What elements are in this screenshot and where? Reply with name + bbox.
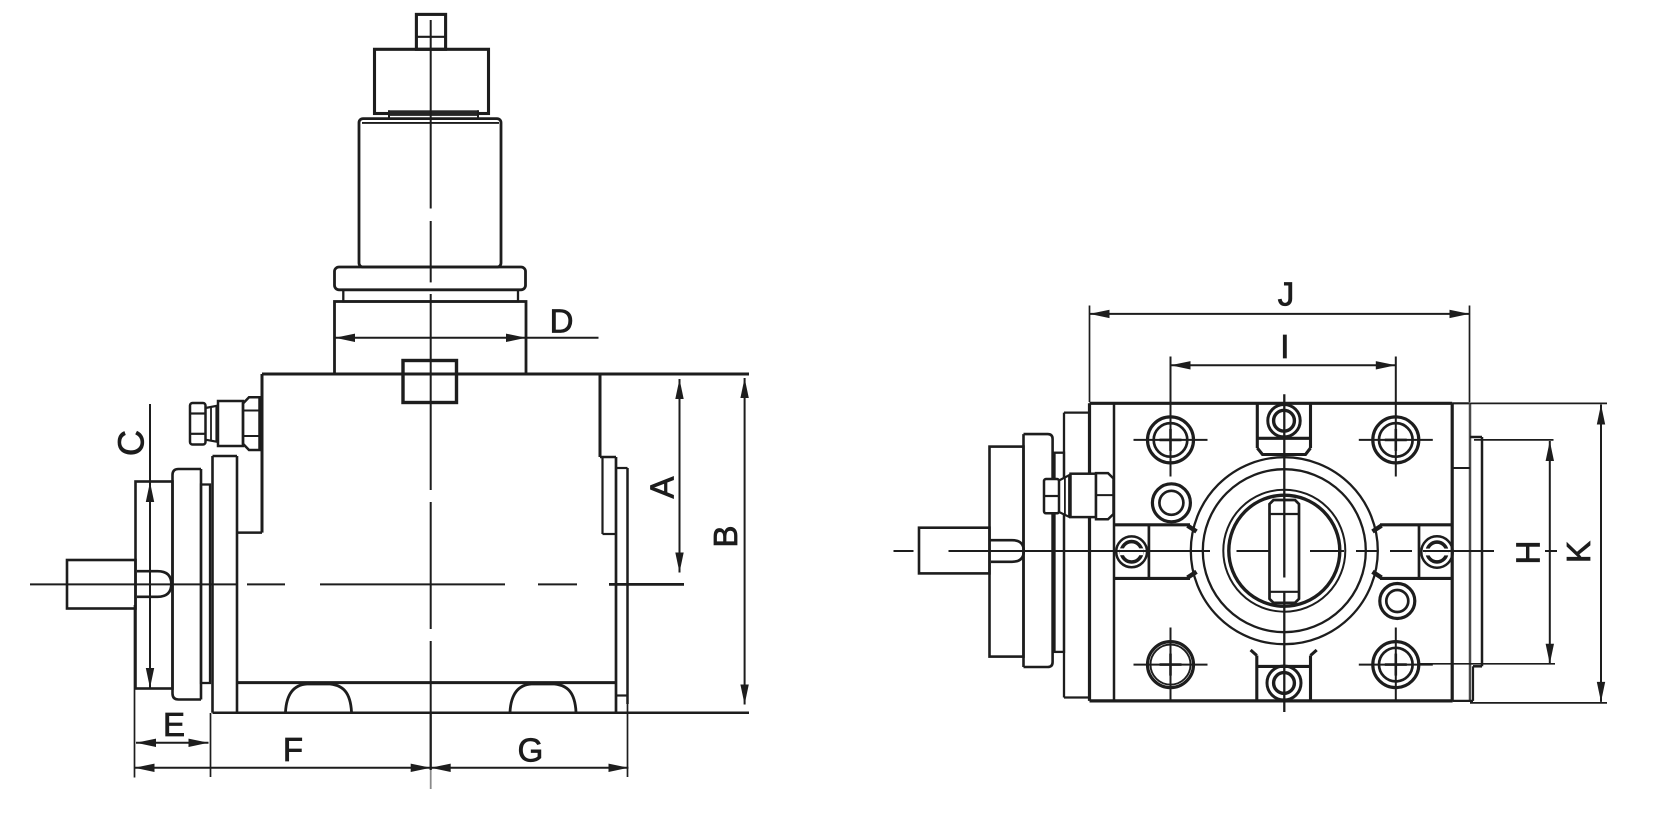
svg-text:E: E [163, 706, 185, 743]
svg-text:A: A [644, 476, 681, 498]
svg-text:D: D [550, 303, 574, 340]
svg-text:K: K [1560, 541, 1597, 563]
svg-text:H: H [1510, 540, 1547, 564]
svg-text:I: I [1280, 328, 1289, 365]
svg-text:F: F [283, 731, 303, 768]
svg-text:G: G [518, 732, 544, 769]
svg-text:C: C [111, 430, 152, 456]
svg-text:J: J [1278, 276, 1295, 313]
svg-text:B: B [707, 525, 744, 547]
